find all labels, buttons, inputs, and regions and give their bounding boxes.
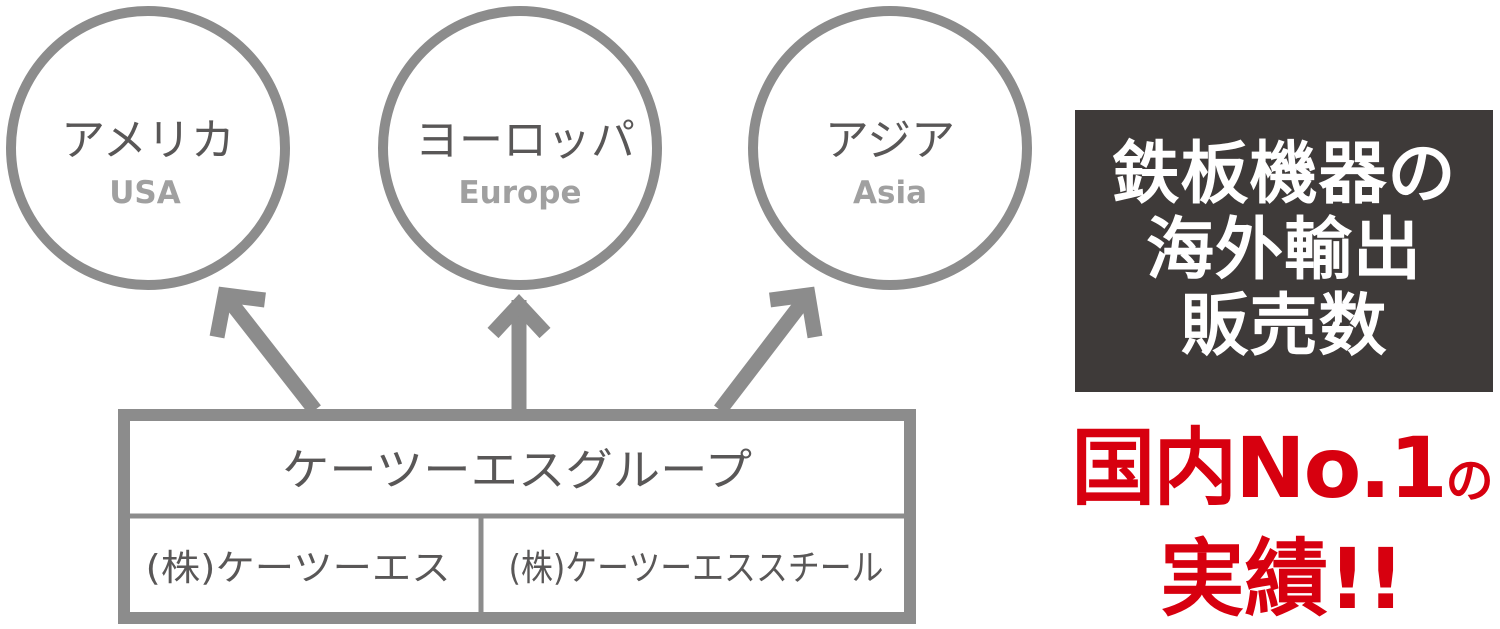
arrow-shaft — [219, 290, 321, 415]
company-ks-steel: (株)ケーツーエススチール — [509, 548, 884, 589]
group-title: ケーツーエスグループ — [282, 445, 752, 496]
arrow-to-europe — [487, 293, 551, 410]
region-name-ja: アメリカ — [61, 115, 235, 166]
region-circle — [748, 6, 1032, 290]
region-usa: アメリカ USA — [6, 6, 290, 290]
arrow-head — [769, 286, 823, 339]
region-name-en: USA — [109, 175, 181, 211]
headline-panel: 鉄板機器の 海外輸出 販売数 — [1075, 110, 1493, 392]
claim-particle: の — [1445, 453, 1494, 509]
arrow-head — [487, 293, 551, 339]
headline-line-3: 販売数 — [1180, 287, 1388, 366]
region-circle — [6, 6, 290, 290]
region-asia: アジア Asia — [748, 6, 1032, 290]
claim-line-1: 国内No.1の — [1065, 420, 1500, 529]
headline-line-1: 鉄板機器の — [1111, 135, 1457, 214]
arrow-to-asia — [714, 286, 823, 415]
claim-line-2: 実績!! — [1160, 530, 1405, 628]
group-box: ケーツーエスグループ (株)ケーツーエス (株)ケーツーエススチール — [118, 409, 916, 624]
region-name-en: Asia — [853, 175, 927, 211]
region-circle — [378, 6, 662, 290]
region-name-en: Europe — [458, 175, 581, 211]
company-ks: (株)ケーツーエス — [146, 548, 451, 589]
arrow-to-usa — [209, 286, 321, 415]
achievement-claim: 国内No.1の 実績!! — [1065, 420, 1500, 629]
region-name-ja: ヨーロッパ — [415, 115, 635, 166]
claim-rank: 国内No.1 — [1071, 419, 1447, 517]
region-europe: ヨーロッパ Europe — [378, 6, 662, 290]
region-name-ja: アジア — [825, 115, 955, 166]
headline-line-2: 海外輸出 — [1145, 211, 1422, 290]
arrow-head — [209, 286, 266, 339]
arrow-shaft — [714, 290, 814, 415]
